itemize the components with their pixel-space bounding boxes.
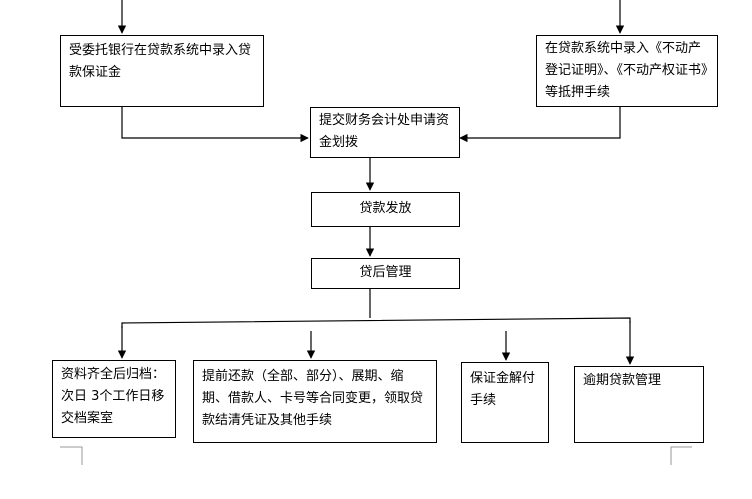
apply-funds-box: 提交财务会计处申请资金划拨	[310, 107, 460, 158]
page-corner-mark-left	[60, 446, 83, 465]
top-right-box: 在贷款系统中录入《不动产登记证明》、《不动产权证书》等抵押手续	[536, 35, 718, 107]
top-left-box-text: 受委托银行在贷款系统中录入贷款保证金	[69, 43, 252, 80]
top-left-box: 受委托银行在贷款系统中录入贷款保证金	[60, 35, 264, 107]
branch-bar	[121, 317, 631, 328]
connector-right-to-apply	[459, 107, 621, 143]
branch-contract-change-box: 提前还款（全部、部分）、展期、缩期、借款人、卡号等合同变更，领取贷款结清凭证及其…	[193, 360, 437, 443]
connector-left-to-apply	[121, 107, 309, 143]
apply-funds-box-text: 提交财务会计处申请资金划拨	[319, 113, 450, 150]
branch-deposit-release-box-text: 保证金解付手续	[470, 371, 536, 408]
branch-overdue-box-text: 逾期贷款管理	[583, 373, 662, 388]
loan-issue-box-text: 贷款发放	[359, 201, 412, 216]
loan-issue-box: 贷款发放	[311, 192, 460, 227]
branch-overdue-box: 逾期贷款管理	[574, 366, 704, 443]
branch-archive-box-text: 资料齐全后归档：次日 3个工作日移交档案室	[61, 367, 166, 426]
branch-archive-box: 资料齐全后归档：次日 3个工作日移交档案室	[52, 360, 176, 438]
top-right-box-text: 在贷款系统中录入《不动产登记证明》、《不动产权证书》等抵押手续	[545, 41, 708, 100]
post-loan-box: 贷后管理	[311, 258, 460, 289]
post-loan-box-text: 贷后管理	[359, 265, 412, 280]
branch-deposit-release-box: 保证金解付手续	[461, 362, 549, 443]
page-corner-mark-right	[670, 446, 692, 465]
branch-contract-change-box-text: 提前还款（全部、部分）、展期、缩期、借款人、卡号等合同变更，领取贷款结清凭证及其…	[202, 369, 424, 428]
